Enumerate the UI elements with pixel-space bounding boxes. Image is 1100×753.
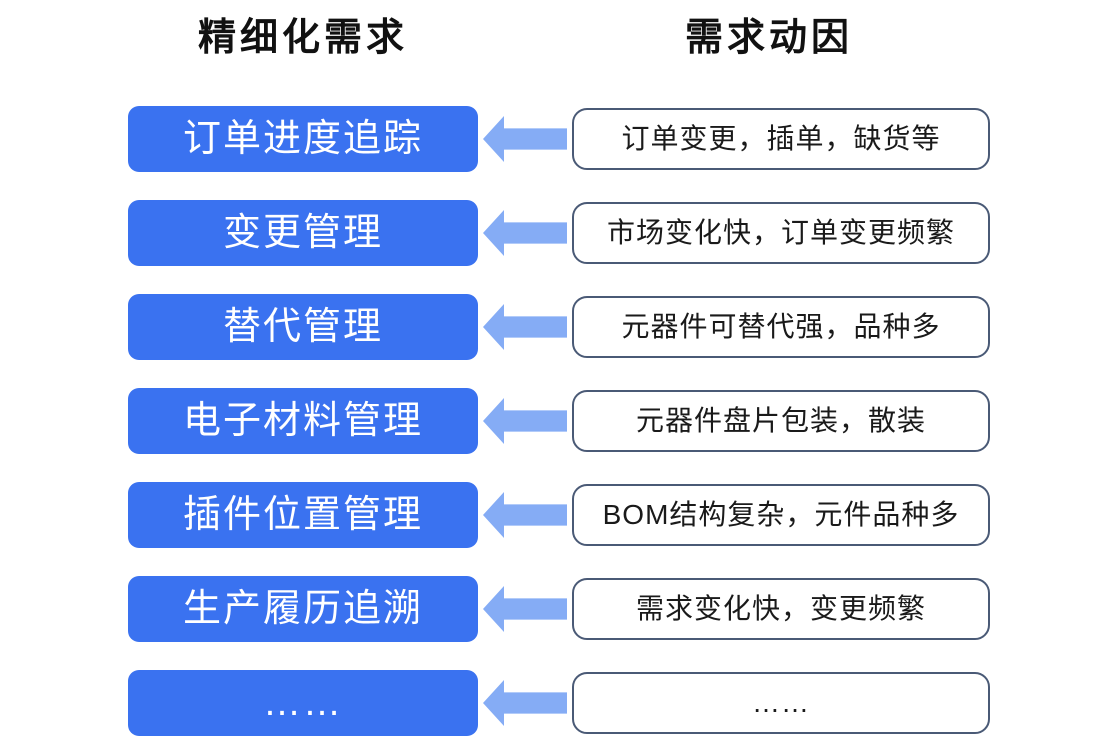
requirement-label: 电子材料管理 <box>182 400 423 442</box>
left-column-header: 精细化需求 <box>197 17 408 59</box>
diagram-row: 插件位置管理 BOM结构复杂，元件品种多 <box>0 482 990 548</box>
requirement-box: …… <box>128 670 478 736</box>
diagram-row: 替代管理 元器件可替代强，品种多 <box>0 294 990 360</box>
requirement-label: 生产履历追溯 <box>182 588 423 630</box>
requirement-label: …… <box>263 682 343 724</box>
requirement-box: 变更管理 <box>128 200 478 266</box>
diagram-row: 变更管理 市场变化快，订单变更频繁 <box>0 200 990 266</box>
diagram-row: …… …… <box>0 670 990 736</box>
driver-box: 元器件可替代强，品种多 <box>572 296 990 358</box>
requirement-box: 生产履历追溯 <box>128 576 478 642</box>
left-arrow-icon <box>483 304 567 350</box>
driver-label: 订单变更，插单，缺货等 <box>621 123 941 154</box>
requirement-label: 订单进度追踪 <box>182 118 423 160</box>
arrow-zone <box>478 670 572 736</box>
left-arrow-icon <box>483 398 567 444</box>
driver-box: 需求变化快，变更频繁 <box>572 578 990 640</box>
arrow-zone <box>478 576 572 642</box>
left-arrow-icon <box>483 680 567 726</box>
requirement-box: 订单进度追踪 <box>128 106 478 172</box>
diagram-row: 订单进度追踪 订单变更，插单，缺货等 <box>0 106 990 172</box>
diagram-rows: 订单进度追踪 订单变更，插单，缺货等 变更管理 市场变化快，订单变更频繁 替代管… <box>0 106 990 736</box>
requirement-label: 变更管理 <box>222 212 383 254</box>
requirement-label: 插件位置管理 <box>182 494 423 536</box>
driver-box: 市场变化快，订单变更频繁 <box>572 202 990 264</box>
driver-label: …… <box>752 687 810 718</box>
left-arrow-icon <box>483 116 567 162</box>
left-arrow-icon <box>483 586 567 632</box>
requirement-box: 电子材料管理 <box>128 388 478 454</box>
driver-box: …… <box>572 672 990 734</box>
arrow-zone <box>478 294 572 360</box>
requirement-box: 插件位置管理 <box>128 482 478 548</box>
driver-box: BOM结构复杂，元件品种多 <box>572 484 990 546</box>
arrow-zone <box>478 106 572 172</box>
arrow-zone <box>478 388 572 454</box>
driver-label: 元器件可替代强，品种多 <box>621 311 941 342</box>
left-arrow-icon <box>483 492 567 538</box>
driver-box: 订单变更，插单，缺货等 <box>572 108 990 170</box>
driver-label: 需求变化快，变更频繁 <box>635 593 926 624</box>
right-column-header: 需求动因 <box>684 17 853 59</box>
requirement-label: 替代管理 <box>222 306 383 348</box>
driver-label: BOM结构复杂，元件品种多 <box>602 499 960 530</box>
arrow-zone <box>478 482 572 548</box>
driver-label: 元器件盘片包装，散装 <box>635 405 926 436</box>
arrow-zone <box>478 200 572 266</box>
requirement-box: 替代管理 <box>128 294 478 360</box>
driver-box: 元器件盘片包装，散装 <box>572 390 990 452</box>
driver-label: 市场变化快，订单变更频繁 <box>606 217 955 248</box>
left-arrow-icon <box>483 210 567 256</box>
diagram-row: 电子材料管理 元器件盘片包装，散装 <box>0 388 990 454</box>
diagram-row: 生产履历追溯 需求变化快，变更频繁 <box>0 576 990 642</box>
